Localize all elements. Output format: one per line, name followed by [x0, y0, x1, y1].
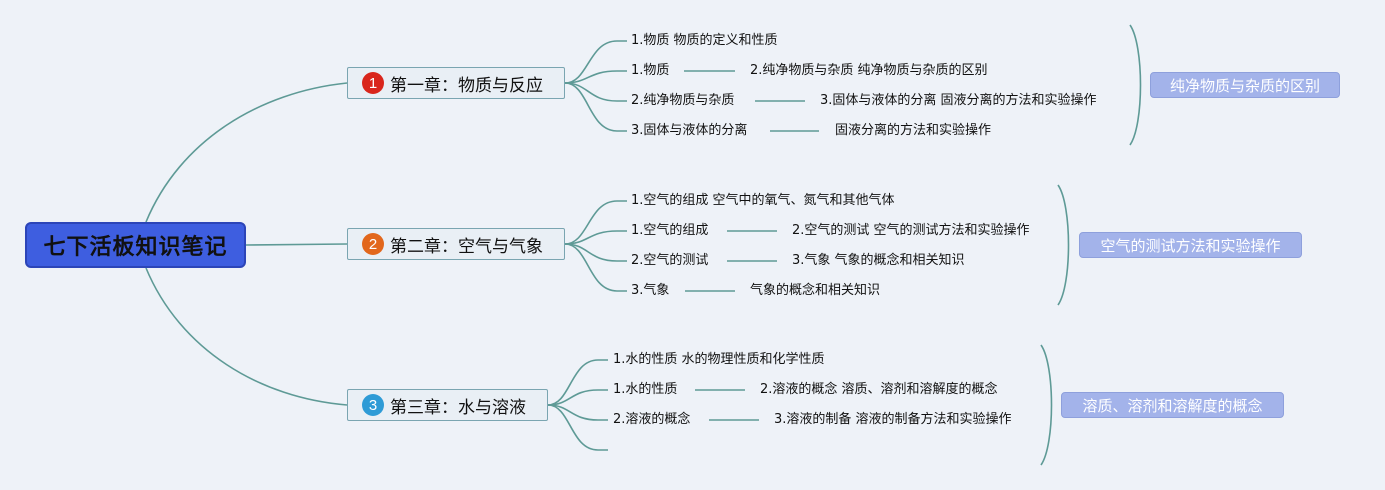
ch1-branch-4-line	[564, 82, 627, 132]
ch1-row4-detail[interactable]: 固液分离的方法和实验操作	[835, 123, 992, 138]
ch2-row1-text[interactable]: 1.空气的组成 空气中的氧气、氮气和其他气体	[631, 193, 895, 208]
ch2-row4-text[interactable]: 3.气象	[631, 283, 670, 298]
chapter-1-node[interactable]: 1 第一章：物质与反应	[347, 67, 565, 99]
chapter-2-node[interactable]: 2 第二章：空气与气象	[347, 228, 565, 260]
ch3-row1-text[interactable]: 1.水的性质 水的物理性质和化学性质	[613, 352, 825, 367]
ch1-summary-brace	[1129, 24, 1142, 146]
ch1-summary[interactable]: 纯净物质与杂质的区别	[1150, 72, 1340, 98]
ch3-row2-text[interactable]: 1.水的性质	[613, 382, 678, 397]
ch2-branch-3-line	[564, 243, 627, 262]
root-topic[interactable]: 七下活板知识笔记	[25, 222, 246, 268]
ch1-branch-3-line	[564, 82, 627, 102]
ch2-branch-1-line	[564, 200, 627, 245]
ch3-branch-1-line	[547, 359, 608, 406]
ch1-row3-detail[interactable]: 3.固体与液体的分离 固液分离的方法和实验操作	[820, 93, 1097, 108]
ch2-row2-text[interactable]: 1.空气的组成	[631, 223, 709, 238]
ch3-row3-text[interactable]: 2.溶液的概念	[613, 412, 691, 427]
chapter-2-badge: 2	[362, 233, 384, 255]
chapter-1-title: 第一章：物质与反应	[390, 75, 543, 96]
ch1-branch-1-line	[564, 40, 627, 84]
ch1-row3-text[interactable]: 2.纯净物质与杂质	[631, 93, 735, 108]
chapter-3-node[interactable]: 3 第三章：水与溶液	[347, 389, 548, 421]
ch2-row2-detail[interactable]: 2.空气的测试 空气的测试方法和实验操作	[792, 223, 1030, 238]
ch2-row3-text[interactable]: 2.空气的测试	[631, 253, 709, 268]
ch3-row3-detail[interactable]: 3.溶液的制备 溶液的制备方法和实验操作	[774, 412, 1012, 427]
ch3-summary[interactable]: 溶质、溶剂和溶解度的概念	[1061, 392, 1284, 418]
ch1-row2-detail[interactable]: 2.纯净物质与杂质 纯净物质与杂质的区别	[750, 63, 988, 78]
root-to-ch1-line	[145, 82, 348, 223]
ch2-branch-4-line	[564, 243, 627, 292]
chapter-2-title: 第二章：空气与气象	[390, 236, 543, 257]
ch1-branch-2-line	[564, 70, 627, 84]
ch3-branch-3-line	[547, 404, 608, 421]
ch2-summary-brace	[1057, 184, 1070, 306]
ch2-summary[interactable]: 空气的测试方法和实验操作	[1079, 232, 1302, 258]
ch1-row4-text[interactable]: 3.固体与液体的分离	[631, 123, 748, 138]
chapter-1-badge: 1	[362, 72, 384, 94]
ch3-branch-2-line	[547, 389, 608, 406]
ch3-branch-4-line	[547, 404, 608, 451]
ch3-row2-detail[interactable]: 2.溶液的概念 溶质、溶剂和溶解度的概念	[760, 382, 998, 397]
ch2-branch-2-line	[564, 230, 627, 245]
ch2-row3-detail[interactable]: 3.气象 气象的概念和相关知识	[792, 253, 965, 268]
root-to-ch3-line	[145, 267, 348, 406]
ch2-row4-detail[interactable]: 气象的概念和相关知识	[750, 283, 881, 298]
ch1-row2-text[interactable]: 1.物质	[631, 63, 670, 78]
ch3-summary-brace	[1040, 344, 1053, 466]
chapter-3-badge: 3	[362, 394, 384, 416]
chapter-3-title: 第三章：水与溶液	[390, 397, 526, 418]
root-to-ch2-line	[245, 243, 348, 246]
ch1-row1-text[interactable]: 1.物质 物质的定义和性质	[631, 33, 778, 48]
